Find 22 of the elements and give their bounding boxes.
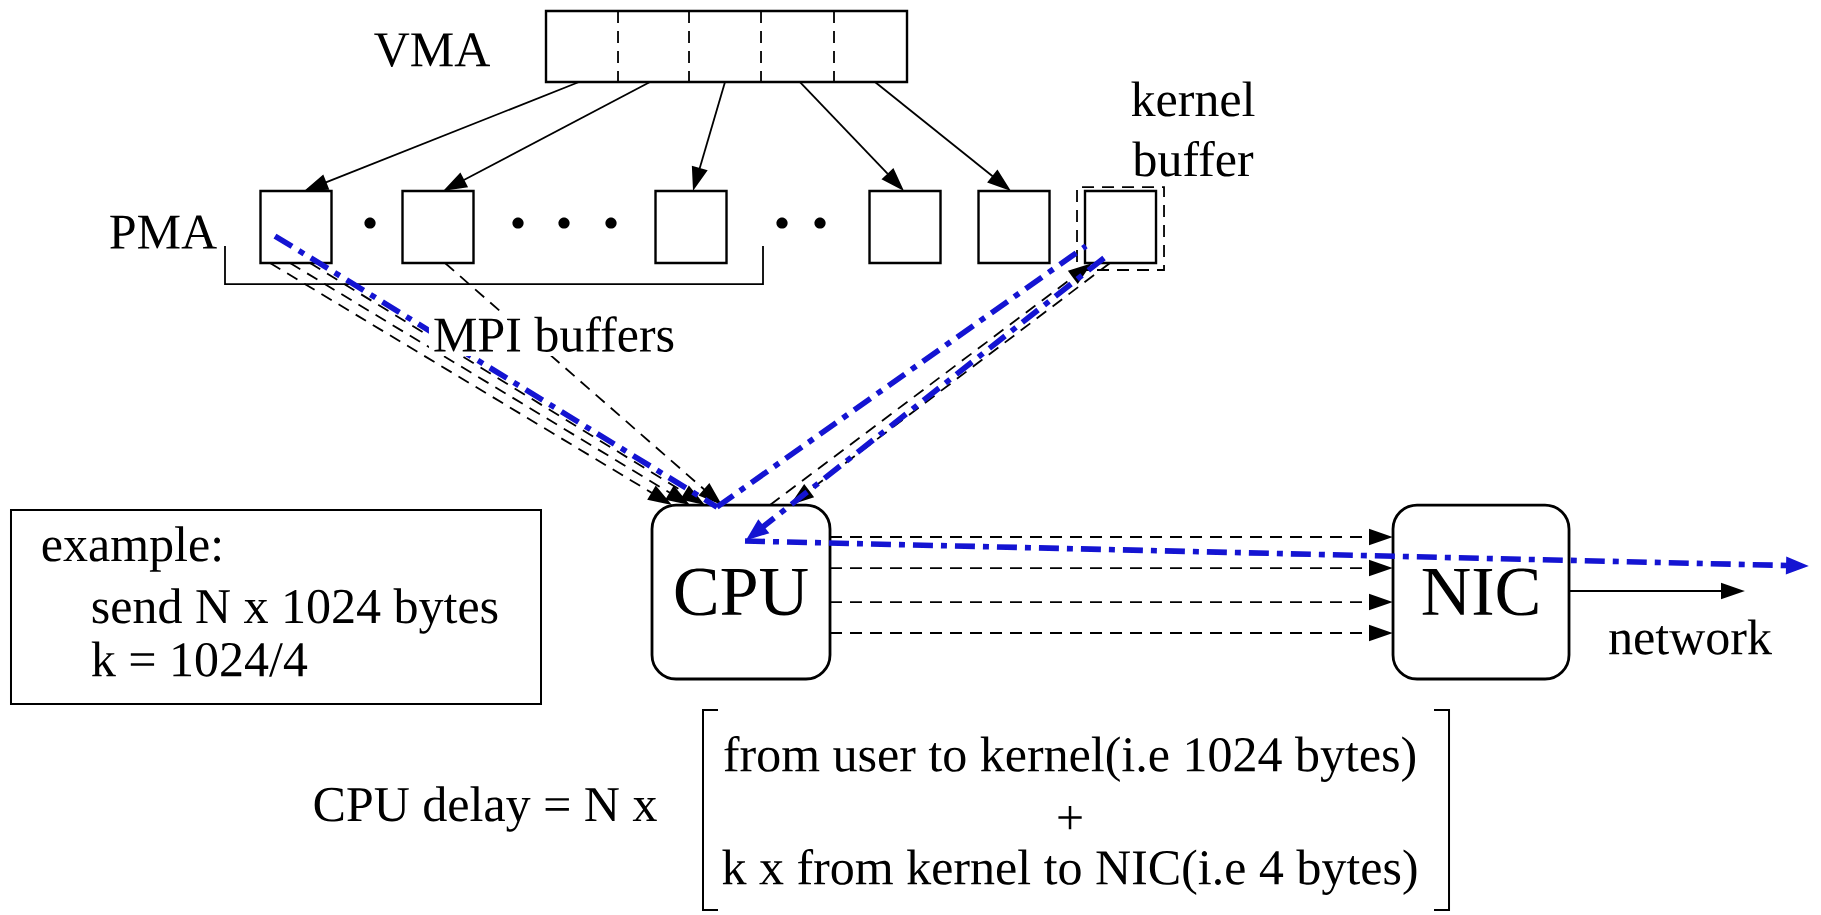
memory-page-box xyxy=(868,189,942,265)
component-box: NIC xyxy=(1391,503,1571,681)
component-box: CPU xyxy=(650,503,832,681)
node-label: PMA xyxy=(110,215,217,249)
formula-text: + xyxy=(1058,805,1082,830)
connector-line xyxy=(715,243,1088,510)
node-label: kernel buffer xyxy=(1131,81,1255,177)
formula-text: k x from kernel to NIC(i.e 4 bytes) xyxy=(722,849,1417,896)
memory-page-box xyxy=(977,189,1051,265)
dashed-group-box: kernel buffer xyxy=(1076,81,1255,271)
formula-text: CPU delay = N x xyxy=(314,786,657,832)
segmented-memory-box xyxy=(544,9,909,84)
note-box: example: send N x 1024 bytes k = 1024/4 xyxy=(10,509,542,706)
connector-line xyxy=(273,233,719,510)
memory-page-box xyxy=(654,189,728,265)
node-label: VMA xyxy=(374,33,490,67)
formula-text: from user to kernel(i.e 1024 bytes) xyxy=(724,736,1415,783)
edge-label: network xyxy=(1604,615,1776,659)
bracket-label: MPI buffers xyxy=(428,312,680,356)
memory-page-box xyxy=(401,189,475,265)
memory-page-box xyxy=(1083,189,1158,265)
memory-page-box xyxy=(259,189,333,265)
